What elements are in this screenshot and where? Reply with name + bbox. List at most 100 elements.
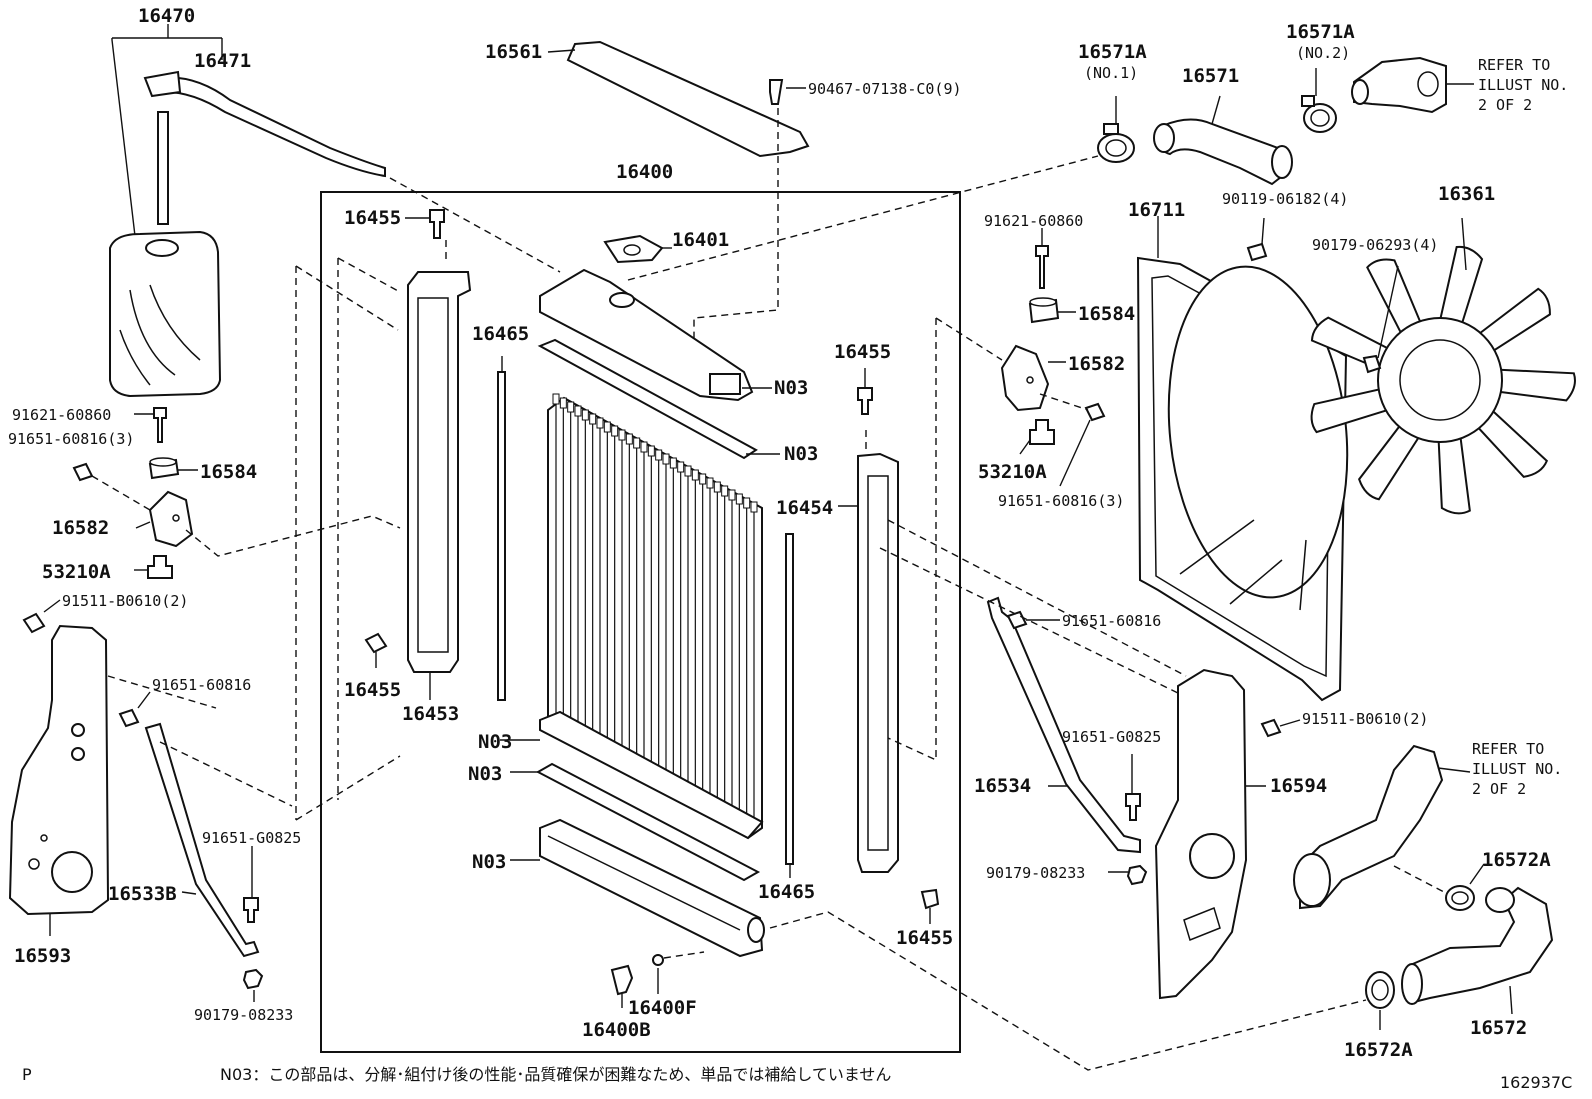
- refer-bottom-line3: 2 OF 2: [1472, 780, 1526, 798]
- label-16572: 16572: [1470, 1017, 1527, 1039]
- radiator-cap-16401[interactable]: [603, 234, 672, 264]
- label-53210A-left: 53210A: [42, 561, 111, 583]
- label-16465-bottom: 16465: [758, 881, 815, 903]
- bolt-91621-left[interactable]: [134, 407, 167, 443]
- nut-90179-right[interactable]: [1108, 864, 1148, 886]
- clamp-16572A-top[interactable]: [1445, 863, 1485, 911]
- clip-90467[interactable]: [769, 79, 806, 105]
- nut-90179-06293[interactable]: [1362, 265, 1399, 374]
- label-16593: 16593: [14, 945, 71, 967]
- bolt-16455-left[interactable]: [364, 632, 388, 668]
- upper-tank[interactable]: [539, 268, 772, 402]
- fan-shroud-16711[interactable]: [1136, 216, 1363, 702]
- o-ring-16400F[interactable]: [652, 951, 705, 994]
- label-53210A-right: 53210A: [978, 461, 1047, 483]
- label-91621-left: 91621-60860: [12, 406, 111, 424]
- cushion-16584-left[interactable]: [148, 457, 198, 480]
- label-16454: 16454: [776, 497, 833, 519]
- bolt-16455-right[interactable]: [857, 368, 873, 415]
- label-16594: 16594: [1270, 775, 1327, 797]
- bolt-91651-left[interactable]: [118, 691, 151, 728]
- bolt-90119[interactable]: [1246, 217, 1268, 262]
- bolt-91651-right[interactable]: [1006, 610, 1060, 630]
- side-member-16454[interactable]: [838, 452, 899, 873]
- upper-baffle-16561[interactable]: [547, 40, 810, 158]
- label-16561: 16561: [485, 41, 542, 63]
- bolt-91651-G0825-left[interactable]: [243, 846, 259, 923]
- bolt-91511-left[interactable]: [22, 599, 61, 634]
- nut-90179-left[interactable]: [242, 968, 264, 1002]
- refer-top-line1: REFER TO: [1478, 56, 1550, 74]
- label-16361: 16361: [1438, 183, 1495, 205]
- refer-bottom-line2: ILLUST NO.: [1472, 760, 1562, 778]
- rod-16533B[interactable]: [144, 722, 260, 958]
- label-16571: 16571: [1182, 65, 1239, 87]
- refer-top-line3: 2 OF 2: [1478, 96, 1532, 114]
- label-16571A-no2: 16571A: [1286, 21, 1355, 43]
- label-16400F: 16400F: [628, 997, 697, 1019]
- label-91651-right: 91651-60816: [1062, 612, 1161, 630]
- clamp-16572A-bottom[interactable]: [1365, 971, 1395, 1030]
- bolt-91511-right[interactable]: [1260, 718, 1301, 738]
- cushion-16584-right[interactable]: [1028, 297, 1076, 324]
- label-16470: 16470: [138, 5, 195, 27]
- clamp-16571A-no1[interactable]: [1097, 96, 1135, 163]
- bolt-91651-3-right[interactable]: [1059, 402, 1106, 487]
- label-n03-c: N03: [478, 731, 512, 753]
- label-16572A-top: 16572A: [1482, 849, 1551, 871]
- label-16534: 16534: [974, 775, 1031, 797]
- label-16584-right: 16584: [1078, 303, 1135, 325]
- label-16582-right: 16582: [1068, 353, 1125, 375]
- label-16455-left: 16455: [344, 679, 401, 701]
- lower-hose-ref[interactable]: [1293, 744, 1471, 910]
- label-91621-right: 91621-60860: [984, 212, 1083, 230]
- lower-tank[interactable]: [510, 818, 765, 958]
- upper-gasket[interactable]: [537, 338, 758, 460]
- label-90467: 90467-07138-C0(9): [808, 80, 962, 98]
- bolt-16455-top[interactable]: [405, 209, 445, 239]
- air-guide-16593[interactable]: [8, 624, 110, 936]
- label-n03-d: N03: [468, 763, 502, 785]
- drain-plug-16400B[interactable]: [610, 964, 634, 1008]
- bolt-16455-bottom[interactable]: [920, 888, 940, 924]
- clamp-16571A-no2[interactable]: [1301, 68, 1337, 133]
- bracket-16582-right[interactable]: [1000, 344, 1066, 412]
- label-16471: 16471: [194, 50, 251, 72]
- water-outlet-ref[interactable]: [1351, 56, 1474, 114]
- air-guide-16594[interactable]: [1154, 668, 1266, 1000]
- side-member-16453[interactable]: [407, 271, 472, 700]
- label-16584-left: 16584: [200, 461, 257, 483]
- cooling-fan-16361[interactable]: [1310, 217, 1576, 515]
- label-90179-right: 90179-08233: [986, 864, 1085, 882]
- label-n03-b: N03: [784, 443, 818, 465]
- radiator-assembly-frame: [320, 191, 961, 1053]
- rod-16534[interactable]: [986, 596, 1141, 854]
- label-16533B: 16533B: [108, 883, 177, 905]
- stay-53210A-left[interactable]: [134, 555, 173, 579]
- label-91651-3-left: 91651-60816(3): [8, 430, 134, 448]
- overflow-hose: [148, 76, 386, 178]
- bracket-16582-left[interactable]: [135, 490, 194, 548]
- label-90179-left: 90179-08233: [194, 1006, 293, 1024]
- stay-53210A-right[interactable]: [1019, 419, 1055, 455]
- refer-bottom-line1: REFER TO: [1472, 740, 1544, 758]
- bolt-91651-G0825-right[interactable]: [1125, 754, 1141, 821]
- reserve-tank-group[interactable]: [109, 24, 386, 398]
- label-91651-G0825-right: 91651-G0825: [1062, 728, 1161, 746]
- seal-rod-left[interactable]: [497, 371, 506, 701]
- lower-gasket[interactable]: [535, 762, 761, 882]
- label-16571A-no1-sub: (NO.1): [1084, 64, 1138, 82]
- bolt-91621-right[interactable]: [1035, 228, 1049, 289]
- label-16400: 16400: [616, 161, 673, 183]
- seal-rod-right[interactable]: [785, 533, 794, 865]
- label-90119: 90119-06182(4): [1222, 190, 1348, 208]
- lower-hose-16572[interactable]: [1401, 886, 1554, 1015]
- upper-hose-16571[interactable]: [1153, 95, 1293, 186]
- bolt-91651-3-left[interactable]: [72, 462, 94, 482]
- label-91651-3-right: 91651-60816(3): [998, 492, 1124, 510]
- label-16453: 16453: [402, 703, 459, 725]
- label-91511-left: 91511-B0610(2): [62, 592, 188, 610]
- radiator-core[interactable]: [539, 393, 764, 840]
